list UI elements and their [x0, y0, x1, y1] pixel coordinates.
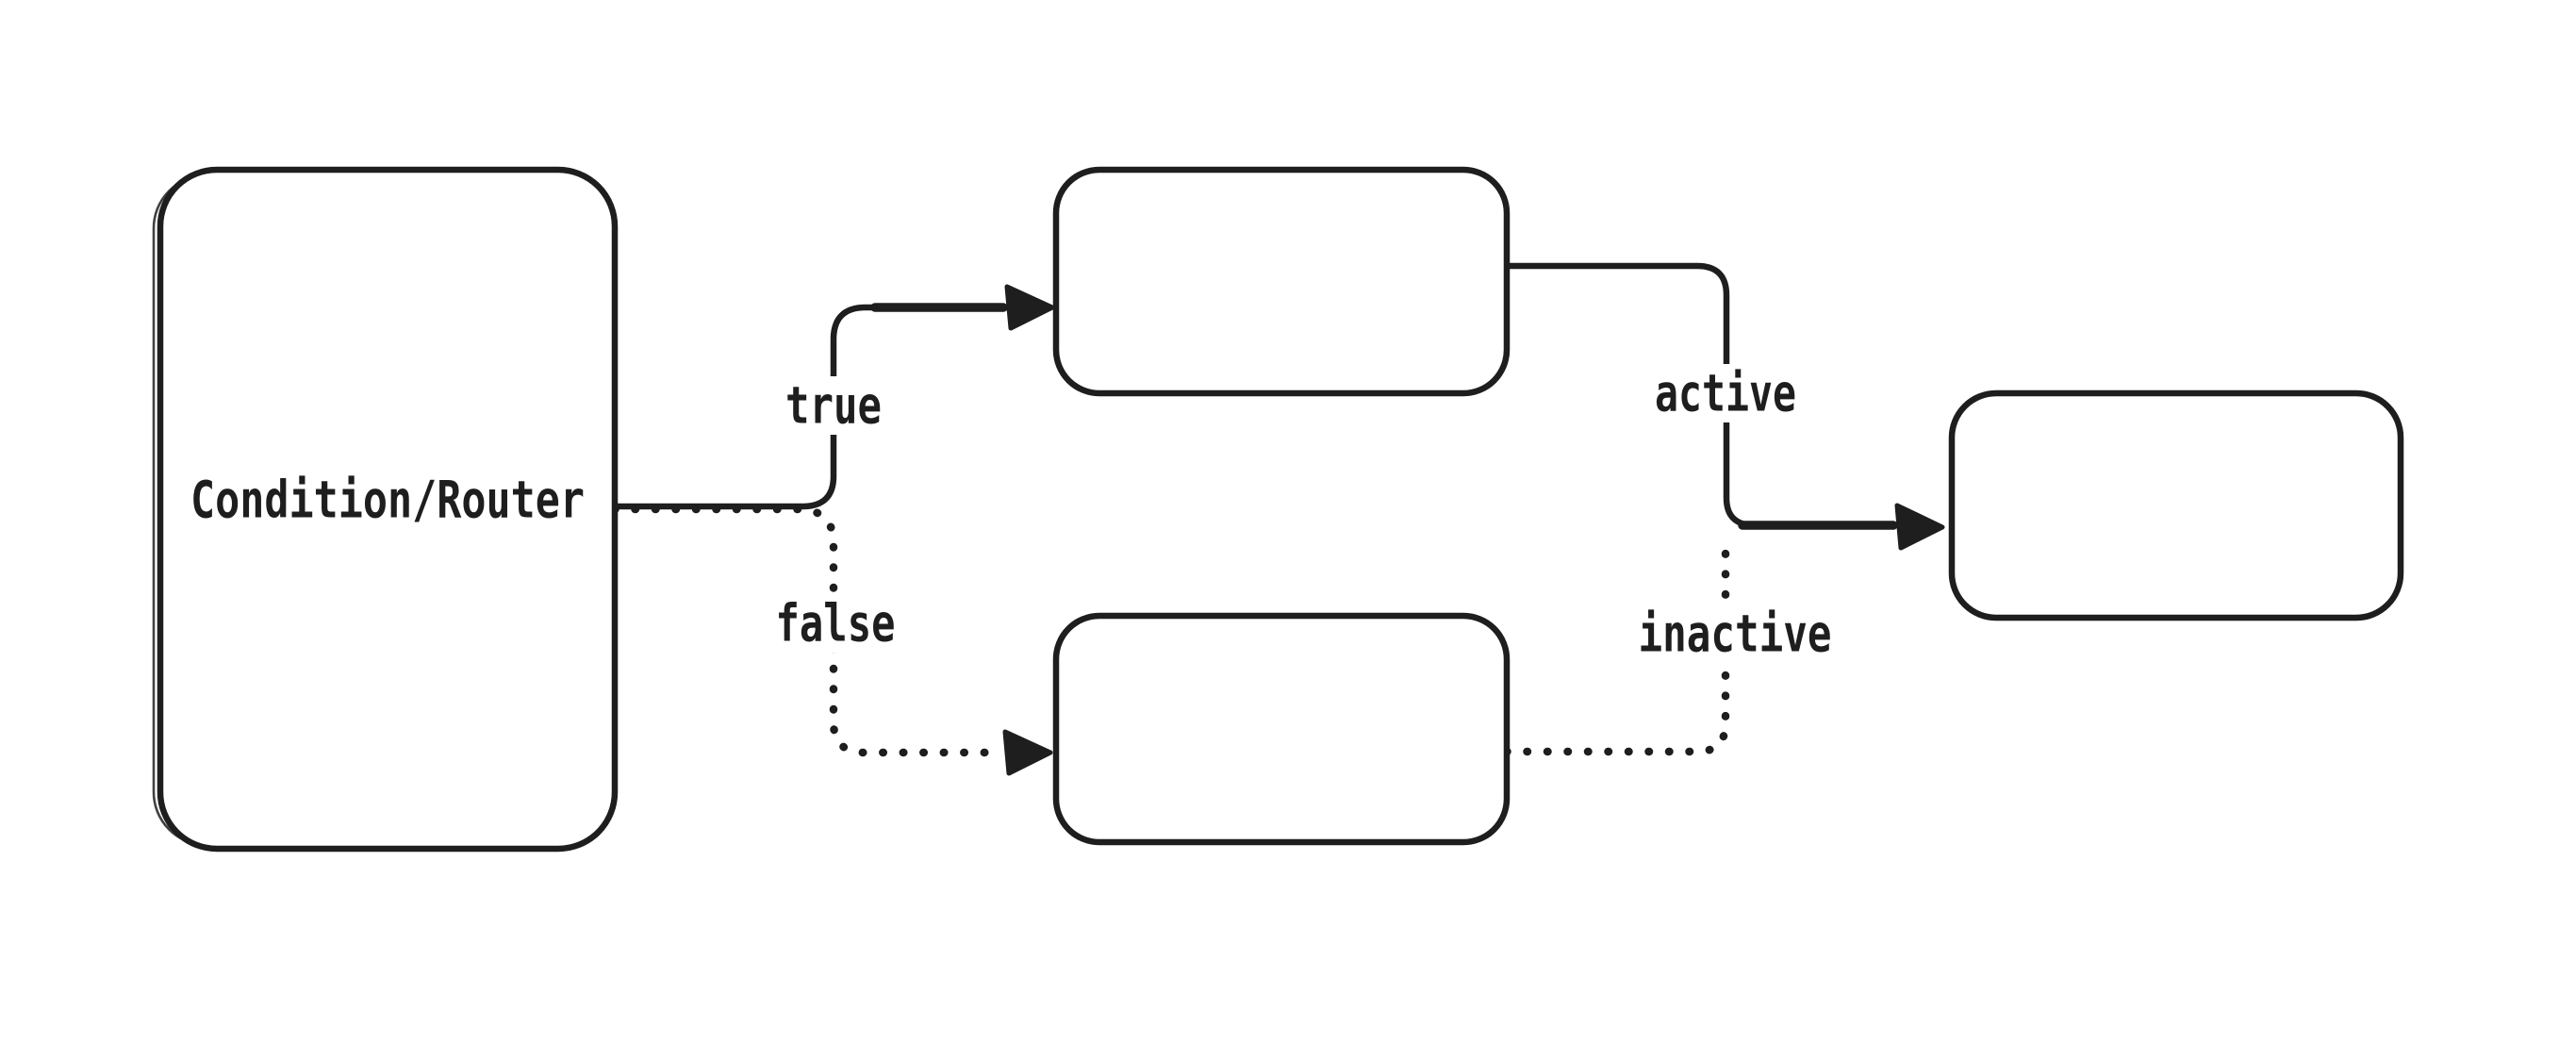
edge-active[interactable]: active [1503, 262, 1945, 551]
node-true-branch-box [1052, 166, 1511, 397]
edge-inactive-label: inactive [1639, 605, 1832, 664]
edge-inactive-label-bg [1627, 605, 1842, 663]
edge-false-label-bg [771, 594, 900, 653]
edge-inactive[interactable]: inactive [1502, 539, 1842, 756]
node-result-box [1948, 389, 2404, 621]
edge-true[interactable]: true [611, 284, 1055, 510]
edge-active-label-bg [1643, 364, 1808, 422]
edge-false-arrowhead [1002, 729, 1053, 776]
node-result[interactable] [1948, 389, 2404, 621]
node-condition-router-label: Condition/Router [190, 471, 585, 530]
node-false-branch-box [1052, 612, 1511, 846]
node-condition-router[interactable]: Condition/Router [152, 166, 619, 853]
edge-true-label-bg [775, 376, 892, 435]
edge-false[interactable]: false [610, 505, 1053, 776]
edge-active-label: active [1655, 364, 1796, 423]
edge-true-arrowhead [1004, 284, 1055, 331]
node-true-branch[interactable] [1052, 166, 1511, 397]
edge-active-arrowhead [1894, 503, 1945, 551]
edge-true-label: true [785, 376, 882, 436]
edge-false-line [610, 505, 1002, 757]
edge-false-label: false [776, 594, 896, 654]
node-condition-router-box [157, 166, 619, 853]
node-false-branch[interactable] [1052, 612, 1511, 846]
